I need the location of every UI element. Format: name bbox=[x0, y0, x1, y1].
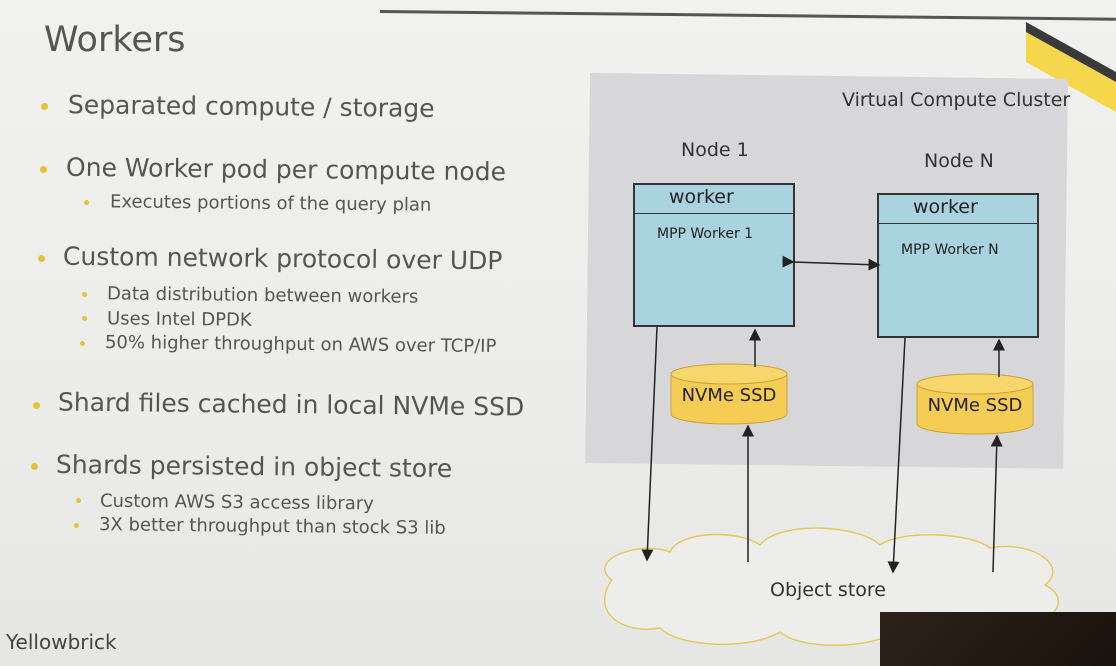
worker-n-to-store-arrow bbox=[887, 337, 906, 574]
object-store-label: Object store bbox=[770, 579, 886, 601]
sub-bullet-dot bbox=[76, 498, 81, 503]
ssd-cylinder-n: NVMe SSD bbox=[916, 373, 1034, 435]
worker-box-1: worker MPP Worker 1 bbox=[633, 183, 795, 327]
bullet-dot bbox=[38, 255, 45, 262]
store-to-ssd-n-arrow bbox=[990, 434, 1003, 573]
ssd-1-shape bbox=[670, 363, 788, 425]
bullet-dot bbox=[41, 103, 48, 110]
sub-bullet-dot bbox=[74, 523, 79, 528]
sub-bullet-dot bbox=[80, 341, 85, 346]
sub-bullet-dot bbox=[82, 292, 87, 297]
bullet-list: Separated compute / storage One Worker p… bbox=[0, 0, 560, 600]
worker-header-n: worker bbox=[879, 195, 1037, 224]
cluster-label: Virtual Compute Cluster bbox=[842, 89, 1071, 111]
ssd-cylinder-1: NVMe SSD bbox=[670, 363, 788, 425]
worker-name-1: MPP Worker 1 bbox=[657, 226, 754, 242]
slide-title: Workers bbox=[44, 20, 186, 60]
sub-bullet-dot bbox=[82, 316, 87, 321]
brand-logo-text: Yellowbrick bbox=[6, 630, 117, 654]
bullet-dot bbox=[40, 166, 47, 173]
video-overlay-corner bbox=[880, 612, 1116, 666]
worker-header-1: worker bbox=[635, 185, 793, 214]
worker-name-n: MPP Worker N bbox=[901, 242, 999, 258]
bullet-dot bbox=[31, 463, 38, 470]
node-1-label: Node 1 bbox=[681, 139, 749, 161]
node-n-label: Node N bbox=[924, 150, 994, 172]
ssd-label-1: NVMe SSD bbox=[681, 385, 777, 406]
corner-decoration bbox=[1026, 22, 1116, 112]
worker-1-to-store-arrow bbox=[641, 326, 658, 562]
bullet-dot bbox=[33, 402, 40, 409]
ssd-n-shape bbox=[916, 373, 1034, 435]
worker-to-worker-arrow bbox=[782, 255, 881, 271]
ssd-label-n: NVMe SSD bbox=[927, 395, 1023, 416]
sub-bullet-dot bbox=[84, 200, 89, 205]
